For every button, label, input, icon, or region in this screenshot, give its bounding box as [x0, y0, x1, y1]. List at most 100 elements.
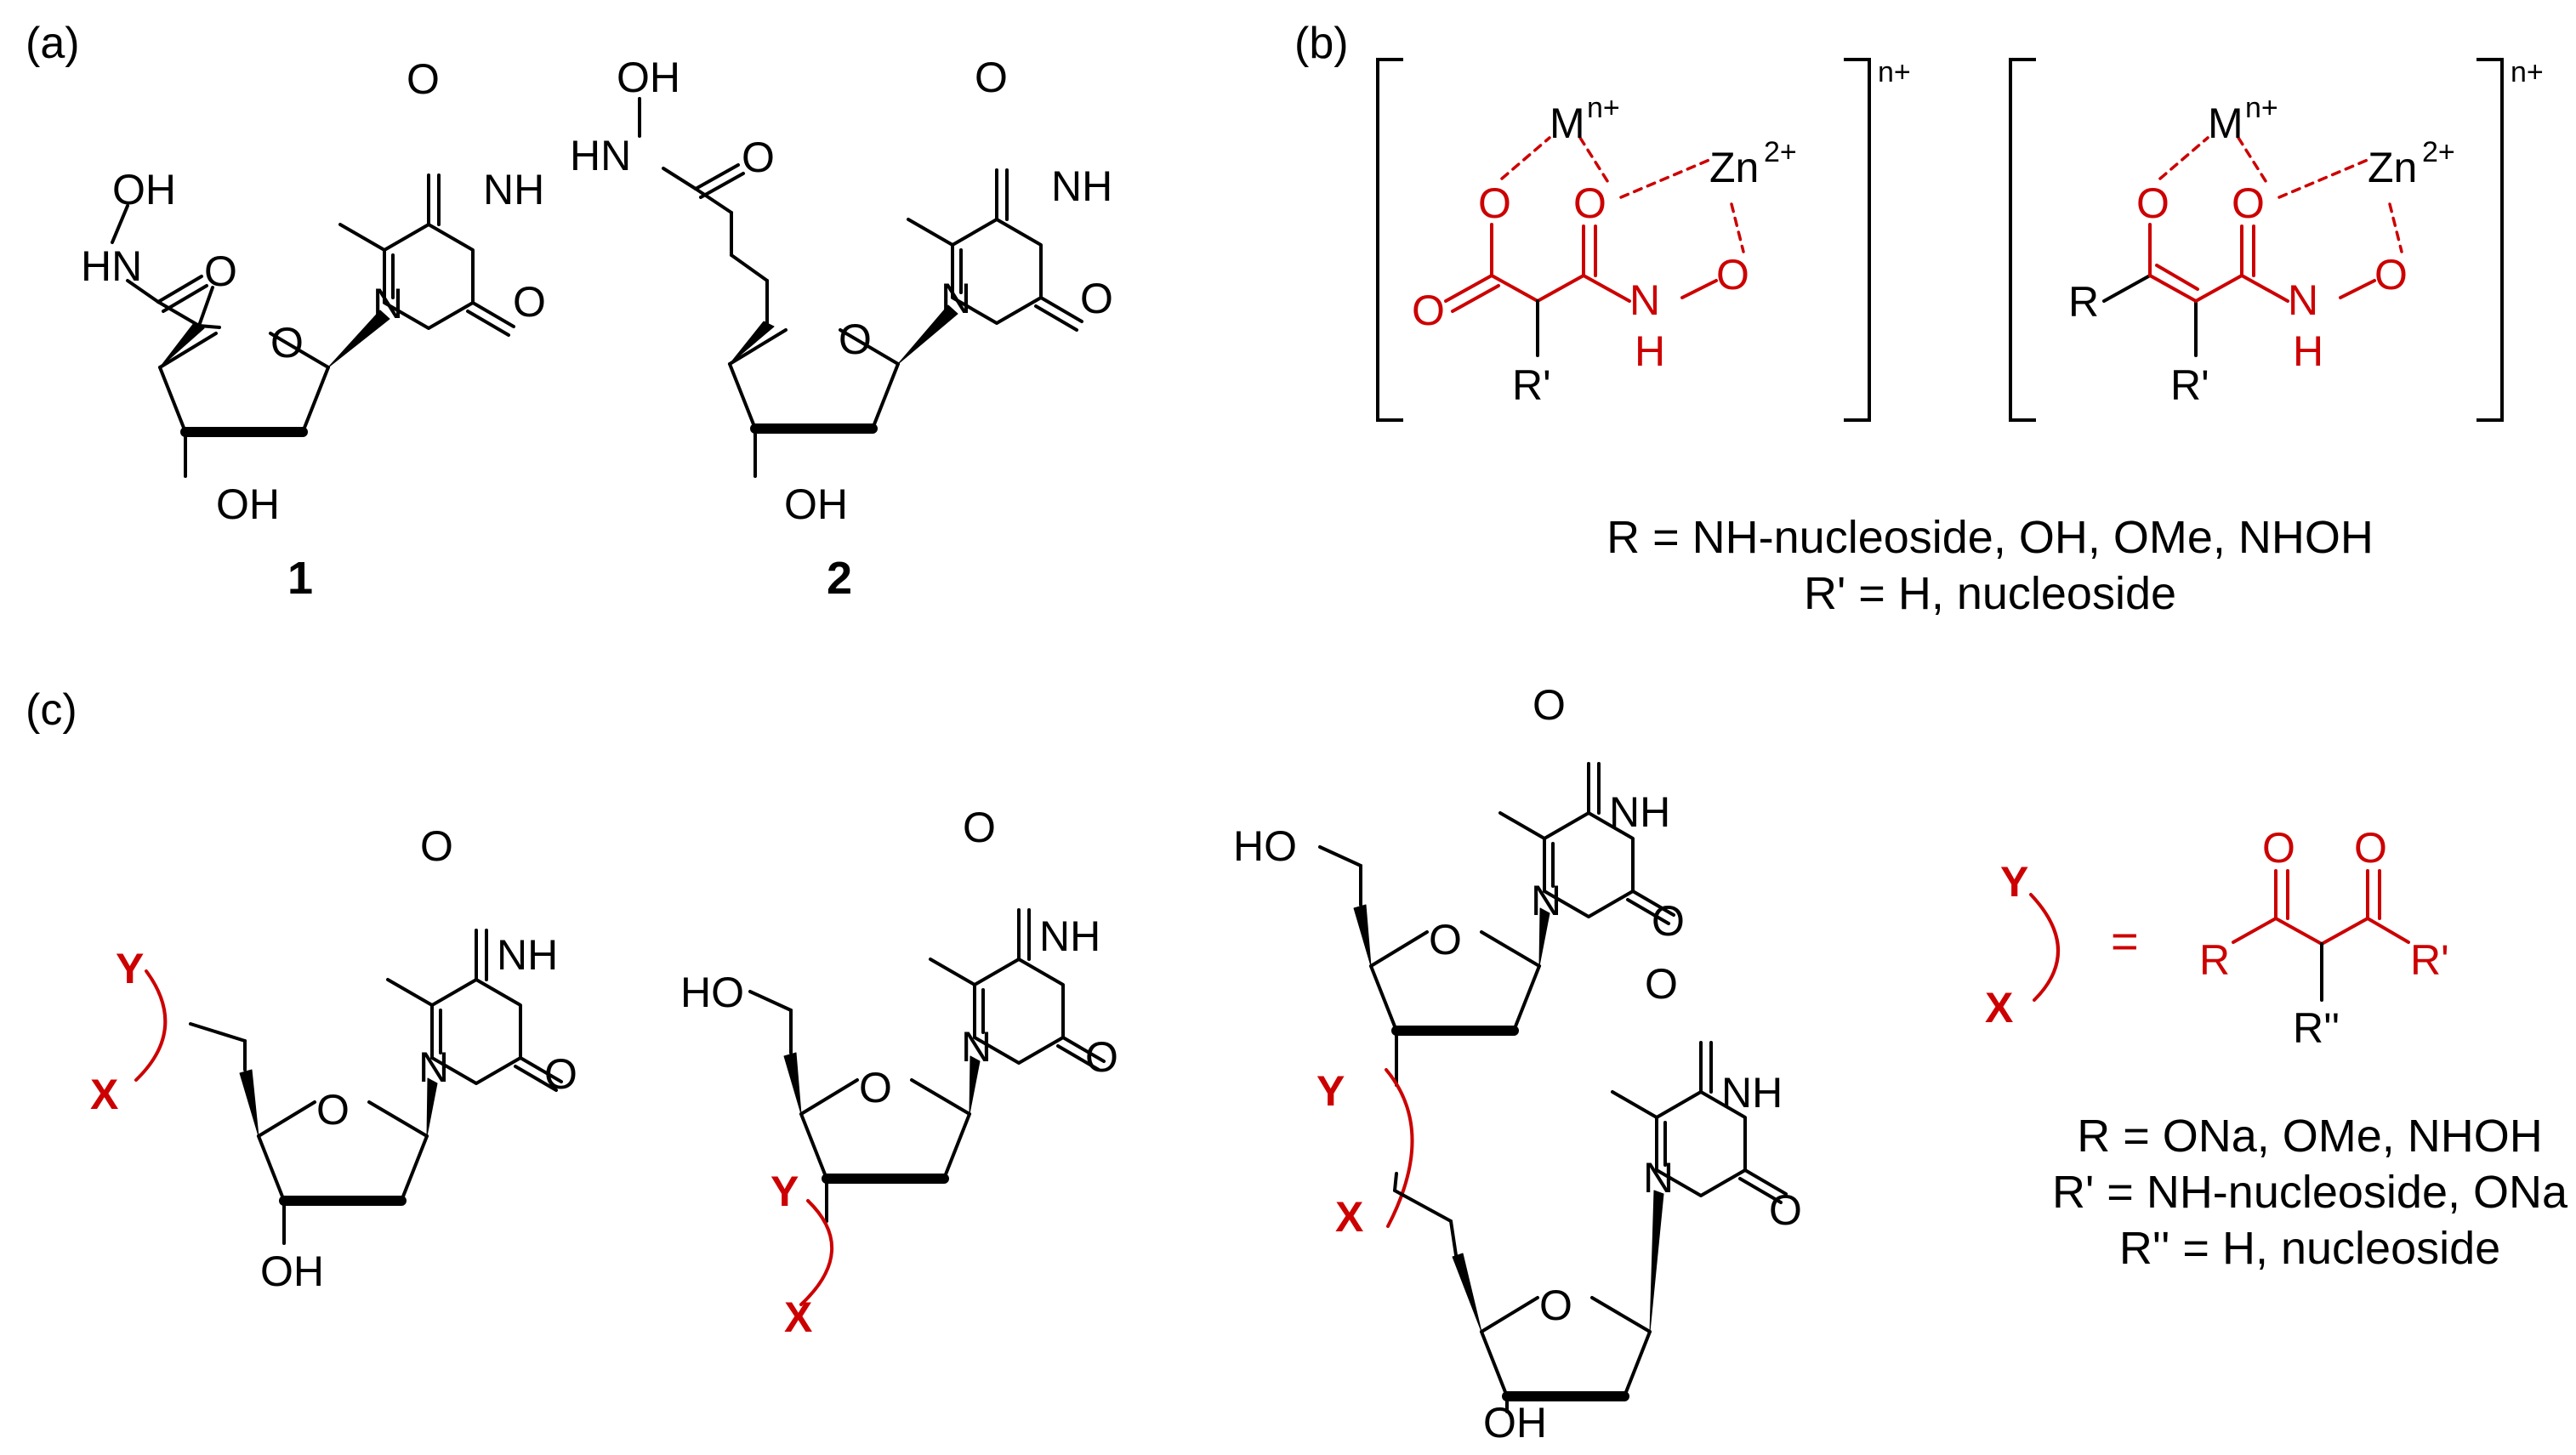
- nucleoside-3prime-modified: [748, 908, 1106, 1306]
- legend-c-line-2: R' = NH-nucleoside, ONa: [2052, 1167, 2568, 1218]
- atom-label: N: [418, 1043, 449, 1091]
- atom-label: OH: [617, 54, 680, 101]
- atom-label: n+: [2245, 92, 2278, 124]
- atom-label: R': [2170, 361, 2209, 409]
- dinucleotide-labels: O NH O N O HO Y X O NH O N O OH: [1233, 681, 1802, 1446]
- atom-label: O: [204, 247, 237, 295]
- atom-label: R': [1512, 361, 1551, 409]
- atom-label: NH: [483, 166, 544, 213]
- atom-label: 2+: [1764, 136, 1797, 168]
- atom-label: NH: [1609, 788, 1670, 836]
- panel-label-a: (a): [26, 19, 80, 68]
- panel-label-b: (b): [1294, 19, 1349, 68]
- metal-complex-left: [1444, 136, 1745, 357]
- atom-label: O: [1769, 1186, 1802, 1234]
- atom-label: O: [1645, 960, 1678, 1008]
- atom-label: N: [2288, 276, 2318, 324]
- atom-label: Y: [116, 945, 144, 992]
- atom-label: NH: [1721, 1069, 1783, 1117]
- compound-number-1: 1: [287, 553, 313, 604]
- legend-c-line-3: R'' = H, nucleoside: [2119, 1223, 2500, 1274]
- nucleoside-5prime-modified: [134, 929, 563, 1245]
- atom-label: NH: [1051, 162, 1112, 210]
- compound-2-labels: O NH O N O O HN OH OH 2: [570, 54, 1113, 604]
- atom-label: O: [1533, 681, 1566, 729]
- atom-label: HO: [1233, 822, 1297, 870]
- atom-label: O: [513, 278, 546, 326]
- atom-label: R': [2410, 936, 2449, 984]
- atom-label: N: [1643, 1154, 1674, 1202]
- atom-label: O: [1085, 1033, 1118, 1081]
- atom-label: R: [2068, 278, 2099, 326]
- atom-label: X: [1335, 1193, 1363, 1241]
- atom-label: X: [90, 1071, 118, 1118]
- atom-label: HN: [570, 132, 631, 179]
- atom-label: O: [1652, 897, 1685, 945]
- compound-1-labels: O NH O N O O HN OH OH 1: [81, 55, 546, 604]
- panel-label-c: (c): [26, 685, 77, 735]
- atom-label: O: [1080, 275, 1113, 322]
- nucleoside-3prime-labels: O NH O N O HO Y X: [680, 804, 1118, 1341]
- atom-label: O: [2136, 179, 2169, 227]
- atom-label: 2+: [2422, 136, 2455, 168]
- atom-label: N: [941, 275, 971, 322]
- atom-label: Y: [2000, 858, 2028, 906]
- atom-label: O: [2354, 824, 2387, 872]
- atom-label: O: [742, 134, 775, 181]
- atom-label: Zn: [2368, 144, 2417, 191]
- linker-definition: Y X = O O R R' R'': [1985, 824, 2449, 1052]
- bracket-right-complex: n+: [2009, 56, 2544, 422]
- atom-label: N: [961, 1023, 992, 1071]
- atom-label: M: [2208, 99, 2243, 147]
- atom-label: OH: [216, 480, 280, 528]
- bracket-left-complex: n+: [1376, 56, 1911, 422]
- atom-label: R'': [2293, 1004, 2340, 1052]
- legend-b-line-1: R = NH-nucleoside, OH, OMe, NHOH: [1606, 512, 2374, 563]
- atom-label: N: [372, 280, 403, 327]
- atom-label: O: [975, 54, 1008, 101]
- atom-label: X: [1985, 984, 2013, 1032]
- atom-label: n+: [1587, 92, 1620, 124]
- metal-complex-right-labels: M n+ Zn 2+ O O R N H O R': [2068, 92, 2455, 409]
- atom-label: O: [1716, 251, 1749, 298]
- atom-label: Y: [1316, 1067, 1345, 1115]
- nucleoside-5prime-labels: O NH O N O OH Y X: [90, 822, 577, 1295]
- metal-complex-left-labels: M n+ Zn 2+ O O O N H O R': [1412, 92, 1797, 409]
- atom-label: OH: [784, 480, 848, 528]
- atom-label: O: [270, 319, 304, 367]
- dinucleotide-analogue: [1318, 762, 1788, 1413]
- atom-label: O: [407, 55, 440, 103]
- atom-label: n+: [1878, 56, 1911, 88]
- atom-label: NH: [497, 931, 558, 979]
- atom-label: O: [2262, 824, 2295, 872]
- metal-complex-right: [2102, 136, 2403, 357]
- atom-label: O: [859, 1064, 892, 1111]
- compound-1-structure: [111, 173, 515, 478]
- atom-label: OH: [260, 1248, 324, 1295]
- atom-label: O: [316, 1086, 350, 1134]
- atom-label: HO: [680, 969, 744, 1016]
- atom-label: O: [1539, 1282, 1572, 1329]
- atom-label: O: [2374, 251, 2408, 298]
- atom-label: OH: [112, 166, 176, 213]
- atom-label: HN: [81, 242, 142, 290]
- legend-c-line-1: R = ONa, OMe, NHOH: [2077, 1111, 2543, 1162]
- atom-label: O: [839, 315, 872, 363]
- atom-label: O: [2232, 179, 2265, 227]
- atom-label: N: [1629, 276, 1660, 324]
- atom-label: X: [784, 1293, 812, 1341]
- atom-label: R: [2199, 936, 2230, 984]
- atom-label: n+: [2511, 56, 2544, 88]
- legend-b-line-2: R' = H, nucleoside: [1804, 568, 2176, 619]
- atom-label: H: [1635, 327, 1665, 375]
- atom-label: O: [1429, 916, 1462, 963]
- atom-label: O: [1478, 179, 1511, 227]
- compound-number-2: 2: [827, 553, 852, 604]
- atom-label: M: [1550, 99, 1585, 147]
- atom-label: H: [2293, 327, 2323, 375]
- atom-label: NH: [1039, 912, 1100, 960]
- atom-label: =: [2111, 914, 2139, 968]
- atom-label: OH: [1483, 1399, 1547, 1446]
- atom-label: O: [963, 804, 996, 851]
